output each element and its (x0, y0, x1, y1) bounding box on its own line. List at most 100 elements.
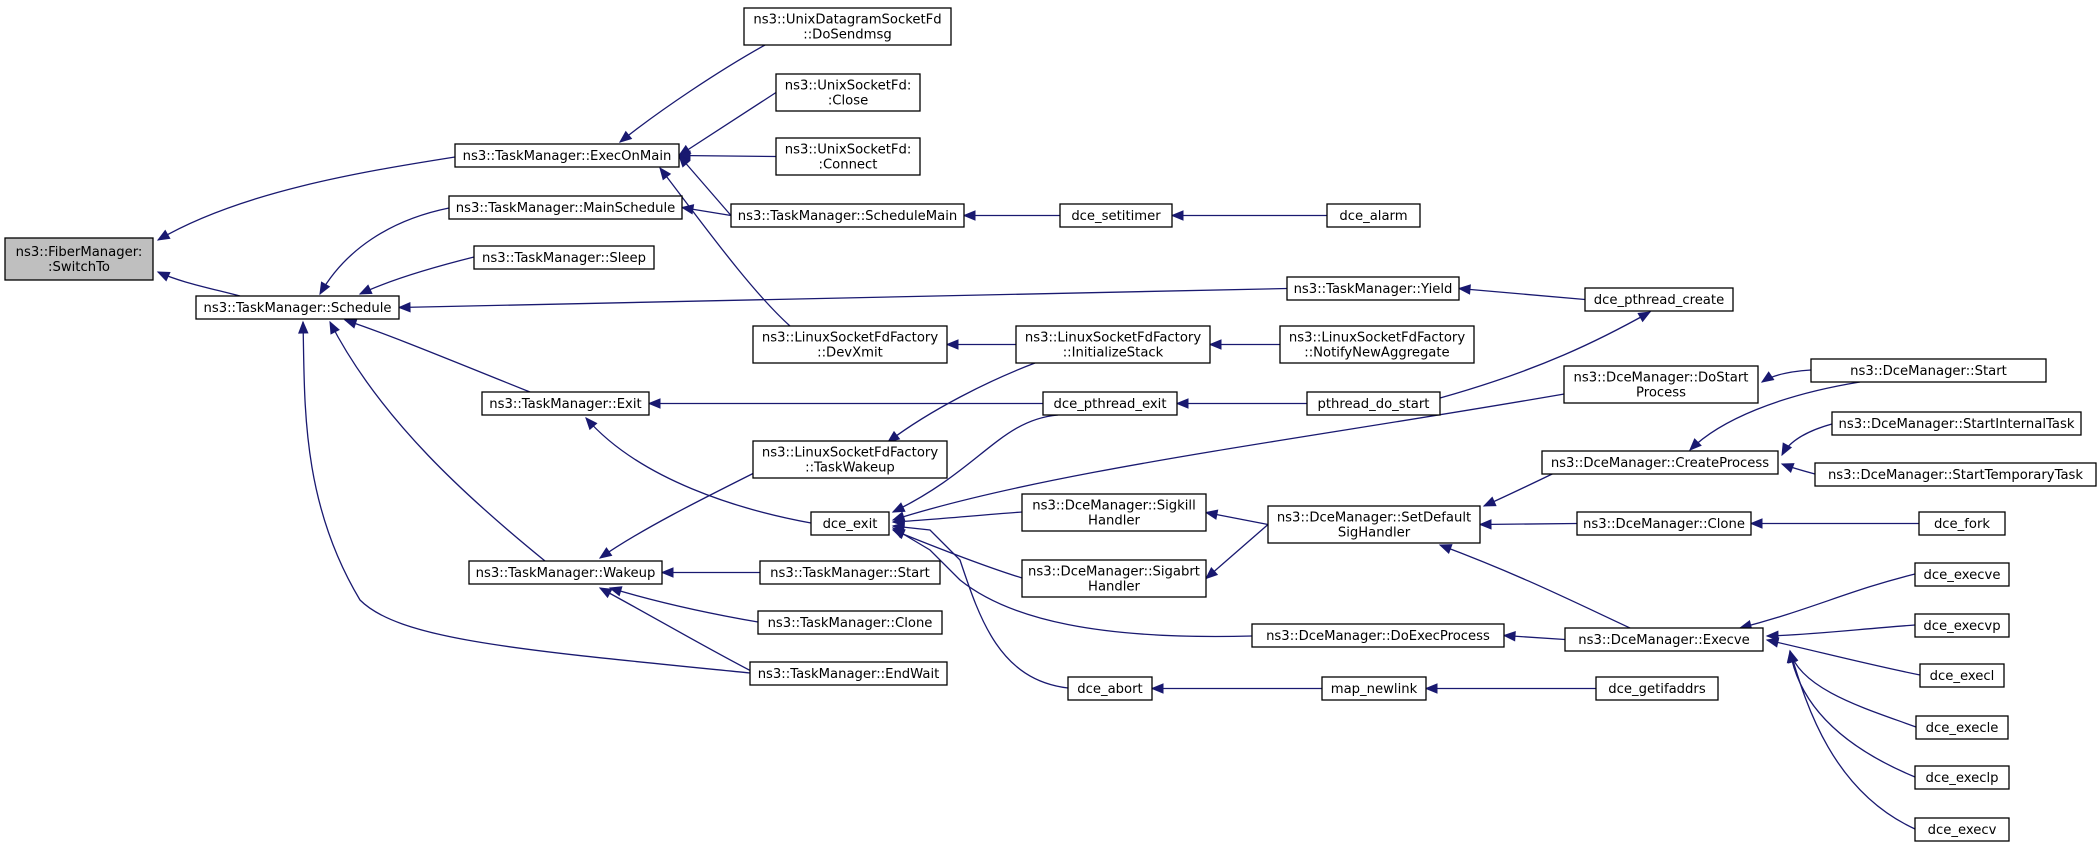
function-node-n18[interactable]: dce_pthread_create (1584, 287, 1734, 312)
edge-line (1789, 650, 1916, 830)
edge-line (1789, 650, 1916, 778)
function-node-n14[interactable]: ns3::TaskManager::Yield (1286, 276, 1460, 301)
function-node-n40[interactable]: dce_execle (1915, 715, 2009, 740)
edge-line (599, 587, 756, 674)
function-node-n43[interactable]: ns3::LinuxSocketFdFactory::TaskWakeup (752, 440, 948, 479)
node-box (775, 73, 921, 112)
function-node-n33[interactable]: ns3::DceManager::StartInternalTask (1831, 411, 2082, 436)
edge-line (1479, 522, 1578, 526)
function-node-n36[interactable]: dce_fork (1918, 511, 2006, 536)
arrowhead-icon (1780, 463, 1795, 473)
arrowhead-icon (891, 522, 905, 533)
node-box (1914, 562, 2010, 587)
function-node-n2[interactable]: ns3::TaskManager::Schedule (195, 295, 400, 320)
arrowhead-icon (343, 318, 358, 329)
node-label: dce_getifaddrs (1608, 682, 1706, 697)
arrowhead-icon (680, 204, 695, 215)
node-box (448, 195, 683, 220)
node-box (1321, 676, 1427, 701)
function-node-n6[interactable]: ns3::TaskManager::ScheduleMain (730, 203, 965, 228)
function-node-n12[interactable]: ns3::TaskManager::MainSchedule (448, 195, 683, 220)
arrowhead-icon (1482, 496, 1497, 507)
function-node-n42[interactable]: dce_execv (1914, 817, 2010, 842)
node-box (1306, 391, 1441, 416)
function-node-n5[interactable]: ns3::UnixSocketFd::Connect (775, 137, 921, 176)
node-label: ns3::DceManager::CreateProcess (1551, 456, 1769, 471)
node-box (1541, 450, 1779, 475)
call-edge-n17-to-n2 (298, 320, 751, 674)
function-node-n20[interactable]: dce_exit (810, 511, 890, 536)
function-node-n15[interactable]: ns3::TaskManager::Exit (481, 391, 650, 416)
node-box (1059, 203, 1173, 228)
function-node-n8[interactable]: dce_setitimer (1059, 203, 1173, 228)
function-node-n16[interactable]: ns3::TaskManager::Wakeup (468, 560, 663, 585)
function-node-n38[interactable]: dce_execvp (1914, 613, 2010, 638)
function-node-n7[interactable]: ns3::LinuxSocketFdFactory::DevXmit (752, 325, 948, 364)
function-node-n26[interactable]: ns3::DceManager::DoExecProcess (1251, 623, 1505, 648)
function-node-n9[interactable]: dce_alarm (1326, 203, 1421, 228)
function-node-n11[interactable]: ns3::LinuxSocketFdFactory::NotifyNewAggr… (1279, 325, 1475, 364)
edge-line (359, 256, 475, 295)
function-node-n31[interactable]: ns3::DceManager::Execve (1564, 627, 1764, 652)
function-node-n21[interactable]: pthread_do_start (1306, 391, 1441, 416)
arrowhead-icon (319, 281, 331, 296)
function-node-n0[interactable]: ns3::FiberManager::SwitchTo (4, 237, 154, 281)
node-label: dce_execl (1930, 669, 1995, 684)
node-box (1584, 287, 1734, 312)
node-label: ns3::LinuxSocketFdFactory (1289, 331, 1465, 346)
node-label: ns3::UnixDatagramSocketFd (753, 13, 941, 28)
call-edge-n8-to-n6 (962, 210, 1060, 221)
function-node-n29[interactable]: ns3::DceManager::CreateProcess (1541, 450, 1779, 475)
call-edge-n18-to-n14 (1457, 284, 1586, 301)
node-label: dce_execv (1928, 823, 1997, 838)
function-node-n35[interactable]: ns3::DceManager::Clone (1576, 511, 1752, 536)
arrowhead-icon (945, 339, 959, 350)
node-label: ns3::DceManager::Clone (1583, 517, 1745, 532)
function-node-n34[interactable]: ns3::DceManager::StartTemporaryTask (1814, 462, 2097, 487)
call-edge-n4-to-n1 (677, 91, 777, 157)
function-node-n10[interactable]: ns3::LinuxSocketFdFactory::InitializeSta… (1015, 325, 1211, 364)
node-label: Handler (1088, 580, 1141, 595)
function-node-n28[interactable]: ns3::DceManager::Start (1810, 358, 2047, 383)
node-label: dce_pthread_exit (1053, 397, 1166, 412)
function-node-n3[interactable]: ns3::UnixDatagramSocketFd::DoSendmsg (743, 7, 952, 46)
function-node-n27[interactable]: map_newlink (1321, 676, 1427, 701)
node-label: ns3::DceManager::DoStart (1574, 371, 1749, 386)
call-edge-n42-to-n31 (1788, 649, 1916, 830)
call-edge-n19-to-n15 (647, 398, 1043, 409)
arrowhead-icon (1765, 630, 1779, 641)
function-node-n22[interactable]: dce_abort (1067, 676, 1153, 701)
arrowhead-icon (598, 547, 613, 559)
function-node-n17[interactable]: ns3::TaskManager::EndWait (749, 661, 948, 686)
function-node-n4[interactable]: ns3::UnixSocketFd::Close (775, 73, 921, 112)
node-box (1914, 613, 2010, 638)
node-label: ns3::DceManager::StartTemporaryTask (1828, 468, 2083, 483)
edge-line (157, 271, 241, 297)
arrowhead-icon (1478, 519, 1492, 530)
function-node-n32[interactable]: dce_getifaddrs (1595, 676, 1719, 701)
node-label: Process (1636, 386, 1686, 401)
edge-line (1766, 624, 1916, 637)
function-node-n1[interactable]: ns3::TaskManager::ExecOnMain (454, 143, 680, 168)
function-node-n37[interactable]: dce_execve (1914, 562, 2010, 587)
function-node-n45[interactable]: ns3::TaskManager::Clone (757, 610, 943, 635)
edge-line (678, 155, 732, 216)
call-edge-n43-to-n16 (598, 469, 761, 559)
function-node-n44[interactable]: ns3::TaskManager::Start (759, 560, 941, 585)
node-label: dce_pthread_create (1594, 293, 1724, 308)
function-node-n41[interactable]: dce_execlp (1914, 765, 2010, 790)
call-edge-n23-to-n20 (891, 392, 1571, 522)
call-edge-n19-to-n20 (891, 414, 1059, 513)
arrowhead-icon (1689, 438, 1702, 451)
function-node-n19[interactable]: dce_pthread_exit (1042, 391, 1178, 416)
function-node-n39[interactable]: dce_execl (1919, 663, 2005, 688)
call-edge-n34-to-n29 (1780, 463, 1816, 475)
node-box (1595, 676, 1719, 701)
arrowhead-icon (585, 417, 598, 431)
function-node-n13[interactable]: ns3::TaskManager::Sleep (473, 245, 655, 270)
